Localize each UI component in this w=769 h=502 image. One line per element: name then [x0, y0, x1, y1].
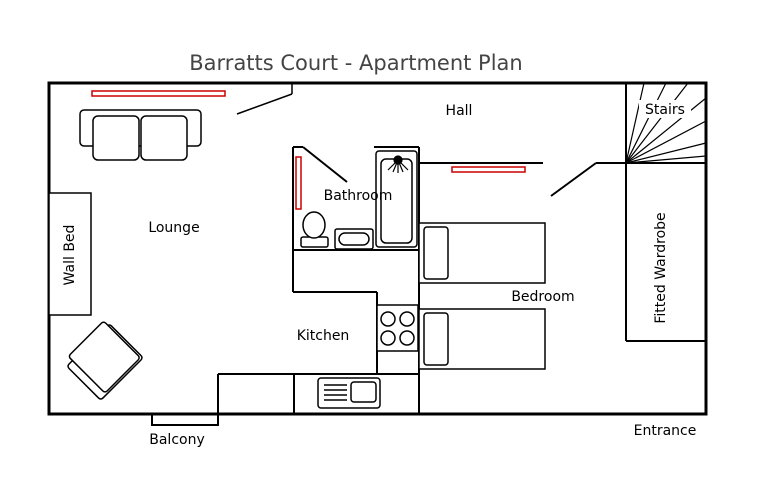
toilet	[300, 211, 329, 248]
lounge-label: Lounge	[148, 220, 199, 236]
kitchen-label: Kitchen	[297, 328, 350, 344]
stairs-label-bg	[639, 100, 691, 118]
basin	[334, 228, 374, 250]
kitchen-sink	[317, 377, 381, 409]
plan-title: Barratts Court - Apartment Plan	[189, 51, 522, 75]
bathroom-label: Bathroom	[324, 188, 393, 204]
wall-bed-label: Wall Bed	[62, 225, 78, 286]
bedroom-label: Bedroom	[511, 289, 574, 305]
entrance-label: Entrance	[634, 423, 697, 439]
hall-label: Hall	[446, 103, 473, 119]
stairs-label: Stairs	[645, 102, 685, 118]
radiator-bedroom	[451, 166, 526, 173]
shower-head-icon	[387, 155, 409, 173]
stairs	[625, 82, 707, 164]
radiator-lounge	[91, 90, 226, 97]
radiator-bathroom	[295, 156, 302, 210]
hob	[376, 304, 419, 352]
bed-2	[418, 308, 546, 370]
fitted-wardrobe-label: Fitted Wardrobe	[653, 212, 669, 323]
balcony-label: Balcony	[149, 432, 205, 448]
lounge-door	[236, 83, 293, 115]
bathtub	[375, 150, 418, 248]
sofa	[79, 109, 202, 161]
wall-bed	[48, 192, 92, 316]
balcony	[151, 413, 219, 426]
armchair	[67, 321, 143, 400]
bed-1	[418, 222, 546, 284]
